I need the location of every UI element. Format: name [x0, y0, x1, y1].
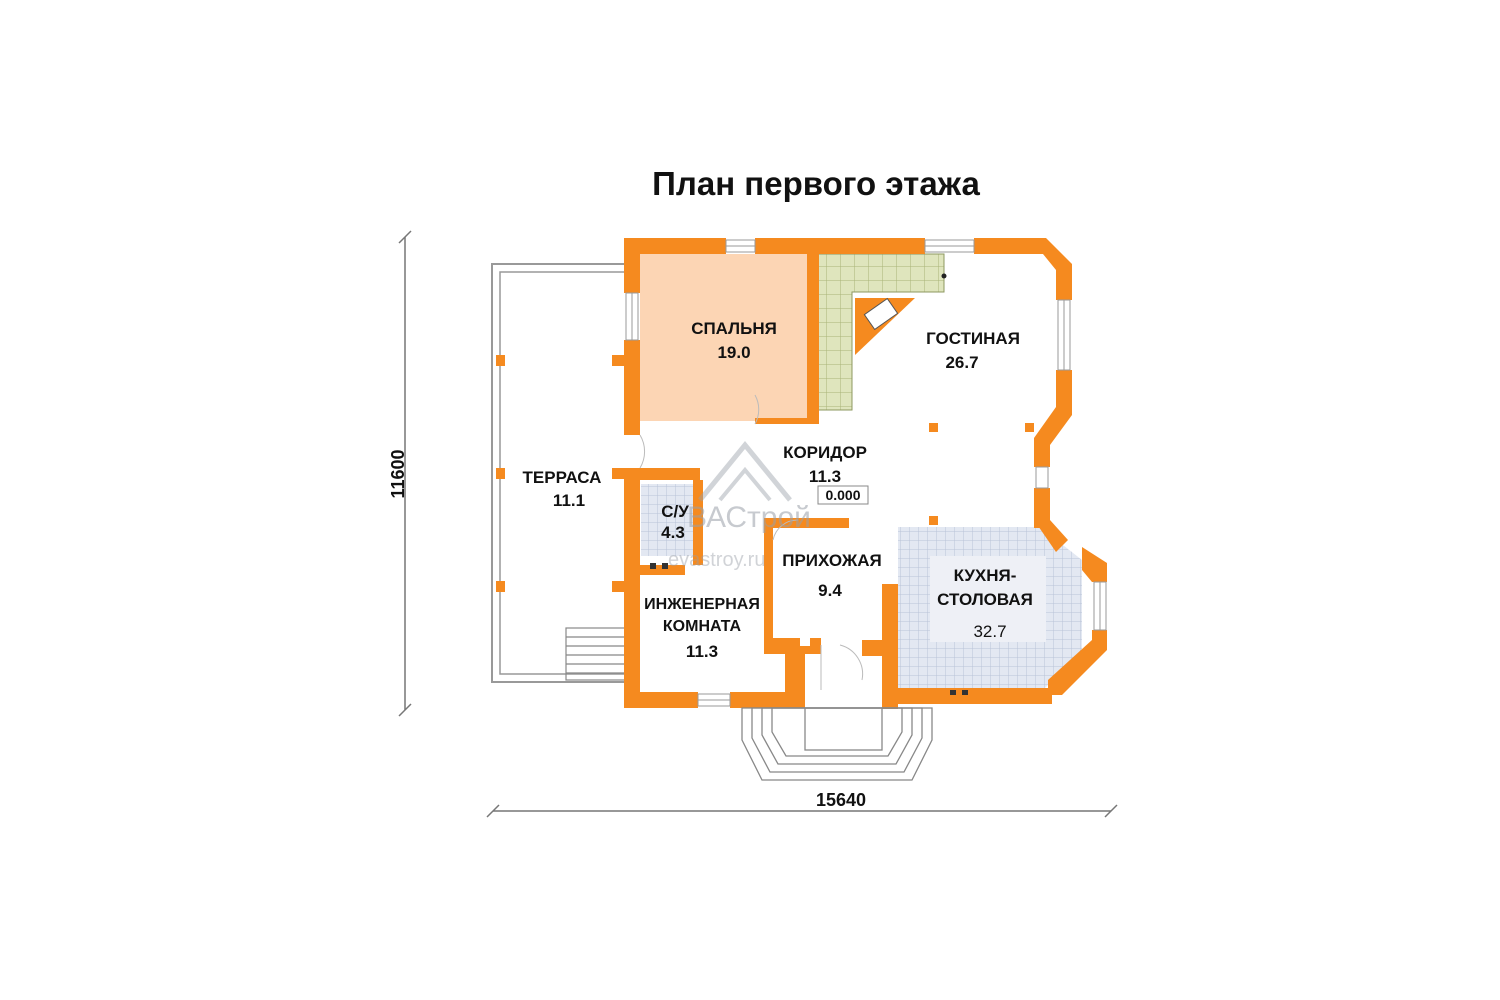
room-utility-name-line1: ИНЖЕНЕРНАЯ	[644, 596, 760, 613]
room-bedroom: СПАЛЬНЯ 19.0	[691, 319, 777, 362]
level-mark: 0.000	[817, 485, 869, 505]
room-hallway-name: ПРИХОЖАЯ	[782, 551, 882, 570]
room-utility: ИНЖЕНЕРНАЯ КОМНАТА 11.3	[644, 596, 760, 661]
room-bedroom-area: 19.0	[717, 343, 750, 362]
plan-title: План первого этажа	[652, 165, 980, 202]
room-kitchen-area: 32.7	[973, 622, 1006, 641]
terrace-steps	[565, 627, 627, 681]
bathroom-floor	[641, 484, 693, 556]
room-bathroom: С/У 4.3	[661, 502, 689, 542]
room-kitchen-name-line1: КУХНЯ-	[954, 566, 1017, 585]
watermark-brand: ВАСтрой	[687, 501, 811, 534]
room-hallway-area: 9.4	[818, 581, 842, 600]
room-bathroom-area: 4.3	[661, 523, 685, 542]
room-bedroom-name: СПАЛЬНЯ	[691, 319, 777, 338]
watermark: ВАСтрой evastroy.ru	[668, 441, 811, 571]
room-terrace-area: 11.1	[553, 491, 585, 510]
room-living-name: ГОСТИНАЯ	[926, 329, 1020, 348]
room-living: ГОСТИНАЯ 26.7	[926, 329, 1020, 372]
room-terrace: ТЕРРАСА 11.1	[523, 468, 602, 510]
doors	[639, 394, 864, 690]
room-corridor-name: КОРИДОР	[783, 443, 867, 462]
porch-steps	[741, 707, 933, 781]
room-kitchen-name-line2: СТОЛОВАЯ	[937, 590, 1033, 609]
windows	[625, 239, 1107, 707]
dimension-height-label: 11600	[388, 449, 408, 498]
walls	[612, 238, 1107, 709]
dimension-width: 15640	[486, 790, 1118, 818]
room-kitchen: КУХНЯ- СТОЛОВАЯ 32.7	[937, 566, 1033, 641]
room-corridor-area: 11.3	[809, 467, 841, 486]
room-utility-area: 11.3	[686, 642, 718, 661]
room-bathroom-name: С/У	[661, 502, 689, 521]
watermark-site: evastroy.ru	[668, 549, 765, 571]
room-hallway: ПРИХОЖАЯ 9.4	[782, 551, 882, 600]
room-living-area: 26.7	[945, 353, 978, 372]
room-corridor: КОРИДОР 11.3	[783, 443, 867, 486]
fixtures	[650, 563, 968, 695]
level-mark-label: 0.000	[825, 487, 860, 503]
dimension-height: 11600	[388, 230, 412, 717]
bedroom-floor	[640, 254, 807, 421]
room-terrace-name: ТЕРРАСА	[523, 468, 602, 487]
dimension-width-label: 15640	[816, 790, 866, 810]
room-utility-name-line2: КОМНАТА	[663, 618, 742, 635]
